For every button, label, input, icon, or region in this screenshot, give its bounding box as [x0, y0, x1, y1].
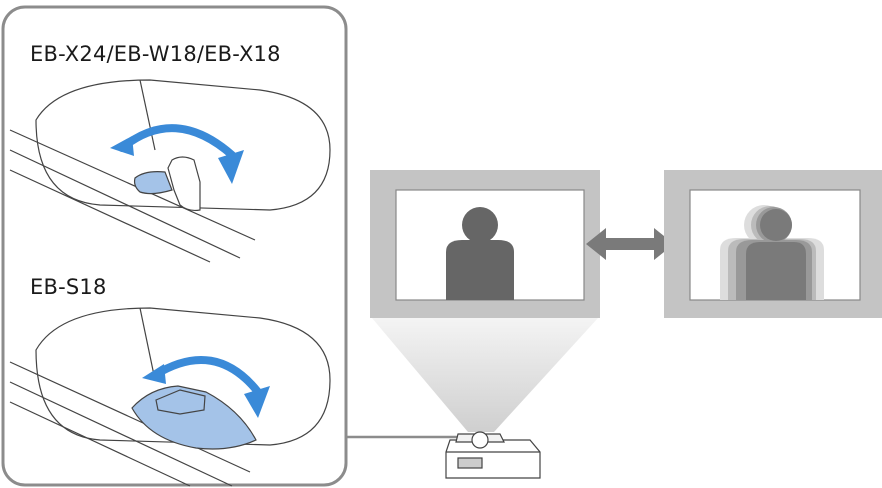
double-arrow-icon — [586, 228, 674, 260]
screen-in-focus — [370, 170, 600, 318]
blurred-person-silhouette-icon — [720, 205, 824, 300]
projector-lens — [471, 431, 489, 449]
projector-top-recess — [35, 79, 331, 211]
zoom-lever-icon — [167, 156, 201, 212]
projector-seam-line — [139, 79, 156, 151]
rotation-arrow-head-bottom — [244, 386, 270, 418]
rotation-arrow-tail-bottom — [142, 364, 166, 384]
model-label-top: EB-X24/EB-W18/EB-X18 — [30, 42, 281, 66]
person-silhouette-icon — [446, 207, 514, 300]
projection-beam — [372, 318, 598, 432]
projector-body-lines — [9, 129, 256, 263]
projector-body-lines-bottom — [9, 361, 251, 487]
rotation-arrow-head-top — [218, 150, 244, 184]
zoom-tab-icon — [155, 389, 206, 415]
projector-seam-line-bottom — [139, 307, 156, 381]
screen-blurred — [664, 170, 882, 318]
focus-ring-icon — [133, 171, 173, 195]
focus-ring-illustration-top — [9, 79, 331, 263]
model-label-bottom: EB-S18 — [30, 275, 107, 299]
projector-icon — [445, 431, 541, 479]
rotation-arrow-icon — [118, 124, 236, 159]
rotation-arrow-icon-bottom — [151, 355, 262, 396]
rotation-arrow-tail-top — [110, 136, 134, 156]
